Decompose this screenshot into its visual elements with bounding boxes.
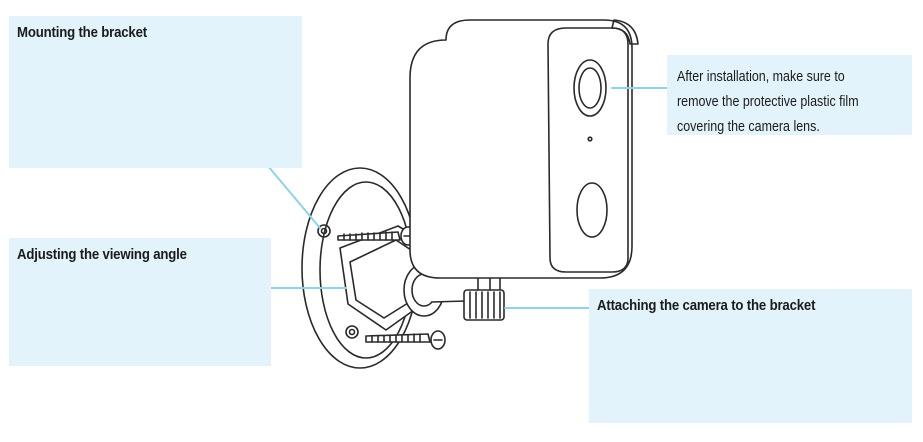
status-light	[587, 136, 593, 142]
callout-line: After installation, make sure to	[677, 69, 845, 85]
callout-title: Mounting the bracket	[17, 24, 147, 41]
screw-lower	[365, 330, 446, 350]
motion-sensor	[576, 182, 608, 238]
callout-mounting-bracket: Mounting the bracket	[9, 16, 302, 168]
callout-title: Attaching the camera to the bracket	[597, 297, 816, 314]
callout-protective-film: After installation, make sure to remove …	[667, 55, 912, 135]
callout-viewing-angle: Adjusting the viewing angle	[9, 238, 271, 366]
camera-lens	[573, 59, 607, 117]
camera-body	[409, 19, 639, 279]
callout-title: Adjusting the viewing angle	[17, 246, 187, 263]
leader-mounting	[267, 165, 321, 229]
callout-attach-camera: Attaching the camera to the bracket	[589, 289, 912, 423]
callout-text: After installation, make sure to remove …	[677, 65, 859, 140]
callout-line: covering the camera lens.	[677, 119, 820, 135]
callout-line: remove the protective plastic film	[677, 94, 859, 110]
